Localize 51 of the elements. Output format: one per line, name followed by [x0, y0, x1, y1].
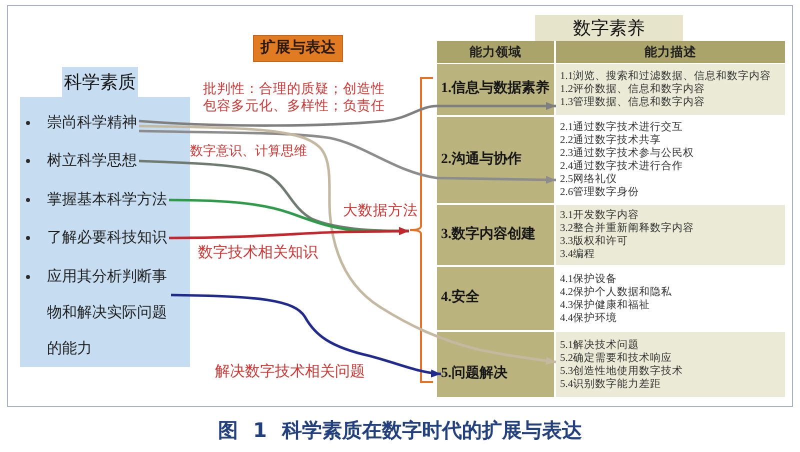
curved-arrow [138, 124, 556, 365]
curved-arrow [138, 130, 556, 184]
list-item: 4.3保护健康和福祉 [560, 298, 650, 312]
category-cell: 1.信息与数据素养 [437, 64, 554, 115]
list-item: 掌握基本科学方法 [47, 190, 167, 210]
category-cell: 4.安全 [437, 267, 554, 330]
panel [20, 67, 190, 367]
description-cell [556, 205, 785, 265]
curved-arrow [169, 227, 410, 240]
panel-heading: 科学素质 [64, 71, 136, 93]
curved-arrow [138, 102, 556, 127]
caption: 图 1 科学素质在数字时代的扩展与表达 [218, 417, 582, 443]
list-item: 5.2确定需要和技术响应 [560, 352, 672, 364]
list-item: 1.3管理数据、信息和数字内容 [560, 96, 706, 109]
list-item: 崇尚科学精神 [47, 113, 137, 133]
list-item: 2.5网络礼仪 [560, 173, 618, 186]
list-item: 3.1开发数字内容 [560, 209, 640, 222]
edge-label: 大数据方法 [343, 202, 418, 220]
curved-arrow [170, 294, 442, 378]
category-cell: 2.沟通与协作 [437, 117, 554, 203]
list-item: 了解必要科技知识 [47, 228, 167, 248]
list-item: 5.1解决技术问题 [560, 338, 640, 352]
edge-label: 批判性：合理的质疑；创造性包容多元化、多样性；负责任 [203, 80, 387, 114]
list-item: 2.2通过数字技术共享 [560, 134, 662, 147]
list-item: 4.1保护设备 [560, 272, 618, 286]
list-item: 5.4识别数字能力差距 [560, 378, 662, 390]
description-cell [556, 64, 785, 115]
list-item: 树立科学思想 [47, 151, 137, 171]
category-cell: 3.数字内容创建 [437, 205, 554, 265]
heading-box: 扩展与表达 [253, 35, 343, 62]
list-item: 4.2保护个人数据和隐私 [560, 286, 672, 298]
edge-label: 解决数字技术相关问题 [215, 364, 365, 381]
list-item: 3.4编程 [560, 248, 596, 261]
table-heading: 数字素养 [573, 17, 645, 39]
list-item: 应用其分析判断事物和解决实际问题的能力 [47, 259, 169, 367]
list-item: 5.3创造性地使用数字技术 [560, 364, 684, 378]
list-item: 2.3通过数字技术参与公民权 [560, 147, 694, 160]
list-item: 2.6管理数字身份 [560, 186, 640, 199]
edge-label: 数字技术相关知识 [198, 245, 318, 262]
edge-label: 数字意识、计算思维 [190, 143, 307, 159]
list-item: 2.4通过数字技术进行合作 [560, 160, 684, 173]
list-item: 1.1浏览、搜索和过滤数据、信息和数字内容 [560, 70, 772, 83]
list-item: 1.2评价数据、信息和数字内容 [560, 83, 706, 96]
description-cell [556, 332, 785, 397]
list-item: 2.1通过数字技术进行交互 [560, 121, 684, 134]
column-header: 能力描述 [556, 41, 785, 63]
list-item: 4.4保护环境 [560, 312, 618, 324]
column-header: 能力领域 [437, 41, 554, 63]
list-item: 3.3版权和许可 [560, 235, 628, 248]
list-item: 3.2整合并重新阐释数字内容 [560, 222, 694, 235]
category-cell: 5.问题解决 [437, 332, 554, 397]
